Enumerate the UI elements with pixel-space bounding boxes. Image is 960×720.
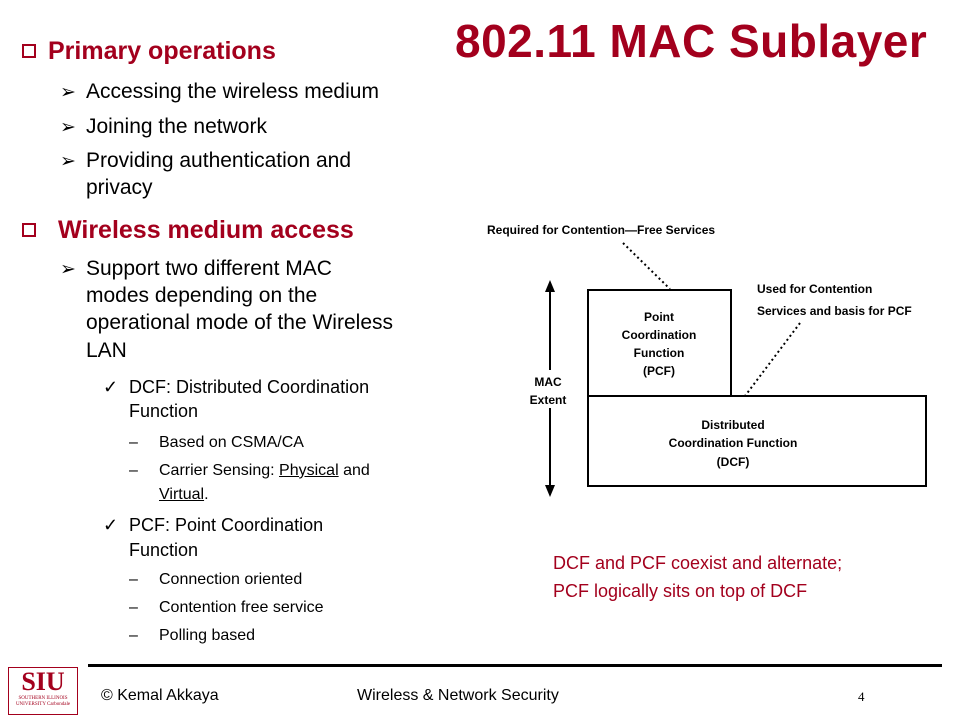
- list-item-text: Support two different MAC: [86, 257, 332, 280]
- list-item-text: Providing authentication and: [86, 149, 352, 172]
- pcf-box-line: Function: [634, 346, 685, 360]
- pcf-box-line: Point: [644, 310, 674, 324]
- arrow-right-icon: ➢: [60, 82, 76, 103]
- extent-label-mask: [530, 370, 572, 408]
- logo-text: SIU: [21, 667, 65, 696]
- list-item-continuation: privacy: [86, 176, 153, 199]
- list-item-continuation: Function: [129, 540, 199, 560]
- required-leader-line: [622, 242, 671, 290]
- footer-author: © Kemal Akkaya: [101, 687, 219, 704]
- mac-extent-label: Extent: [530, 393, 567, 407]
- list-item: ➢ Providing authentication and: [60, 149, 351, 173]
- arrow-right-icon: ➢: [60, 259, 76, 280]
- slide-title: 802.11 MAC Sublayer: [455, 15, 928, 67]
- pcf-box: [587, 289, 732, 397]
- arrow-right-icon: ➢: [60, 151, 76, 172]
- list-item: ➢ Support two different MAC: [60, 257, 332, 281]
- list-item-continuation: LAN: [86, 339, 127, 362]
- list-item-pcf: ✓ PCF: Point Coordination: [103, 515, 323, 536]
- physical-term: Physical: [279, 462, 339, 479]
- list-item-text: PCF: Point Coordination: [129, 515, 324, 535]
- footer-course: Wireless & Network Security: [357, 687, 559, 704]
- list-item: ➢ Accessing the wireless medium: [60, 80, 379, 104]
- page-number: 4: [858, 689, 865, 704]
- used-leader-line: [744, 322, 801, 397]
- dcf-box-line: Coordination Function: [669, 436, 798, 450]
- sub-item-continuation: Virtual.: [159, 486, 209, 504]
- sub-item: –Polling based: [129, 627, 256, 644]
- section-heading-text: Primary operations: [48, 37, 276, 65]
- list-item-text: Accessing the wireless medium: [86, 80, 379, 103]
- sub-item-text: Connection oriented: [159, 571, 303, 588]
- mac-extent-label: MAC: [534, 375, 562, 389]
- sub-item-text: .: [204, 486, 209, 503]
- used-label-line2: Services and basis for PCF: [757, 304, 912, 318]
- dcf-box: [587, 395, 927, 487]
- sub-item-text: Contention free service: [159, 599, 324, 616]
- university-logo: SIU SOUTHERN ILLINOIS UNIVERSITY Carbond…: [8, 667, 78, 715]
- sub-item-text: Based on CSMA/CA: [159, 434, 304, 451]
- section-heading-text: Wireless medium access: [58, 216, 354, 244]
- checkmark-icon: ✓: [103, 515, 119, 535]
- list-item: ➢ Joining the network: [60, 115, 267, 139]
- logo-subtext: SOUTHERN ILLINOIS UNIVERSITY Carbondale: [15, 696, 71, 707]
- required-label: Required for Contention—Free Services: [487, 223, 715, 237]
- dcf-box-line: (DCF): [717, 455, 750, 469]
- sub-item-text: Polling based: [159, 627, 256, 644]
- sub-item: –Connection oriented: [129, 571, 303, 588]
- list-item-continuation: Function: [129, 401, 199, 421]
- used-label-line1: Used for Contention: [757, 282, 872, 296]
- list-item-text: Joining the network: [86, 115, 267, 138]
- list-item-continuation: modes depending on the: [86, 284, 318, 307]
- arrow-down-icon: [545, 485, 555, 497]
- list-item-text: DCF: Distributed Coordination: [129, 377, 370, 397]
- footer-divider: [88, 664, 942, 667]
- virtual-term: Virtual: [159, 486, 205, 503]
- pcf-box-line: (PCF): [643, 364, 675, 378]
- list-item-continuation: operational mode of the Wireless: [86, 311, 393, 334]
- section-heading-access: Wireless medium access: [22, 216, 354, 245]
- sub-item: –Carrier Sensing: Physical and: [129, 462, 370, 479]
- arrow-up-icon: [545, 280, 555, 292]
- diagram-caption-line1: DCF and PCF coexist and alternate;: [553, 553, 843, 573]
- pcf-box-line: Coordination: [622, 328, 697, 342]
- arrow-right-icon: ➢: [60, 117, 76, 138]
- sub-item: –Based on CSMA/CA: [129, 434, 304, 451]
- list-item-dcf: ✓ DCF: Distributed Coordination: [103, 377, 369, 398]
- sub-item-text: and: [338, 462, 370, 479]
- hollow-square-icon: [22, 44, 36, 58]
- sub-item-text: Carrier Sensing:: [159, 462, 280, 479]
- sub-item: –Contention free service: [129, 599, 324, 616]
- diagram-caption-line2: PCF logically sits on top of DCF: [553, 581, 808, 601]
- section-heading-primary: Primary operations: [22, 37, 276, 66]
- dcf-box-line: Distributed: [701, 418, 764, 432]
- hollow-square-icon: [22, 223, 36, 237]
- checkmark-icon: ✓: [103, 377, 119, 397]
